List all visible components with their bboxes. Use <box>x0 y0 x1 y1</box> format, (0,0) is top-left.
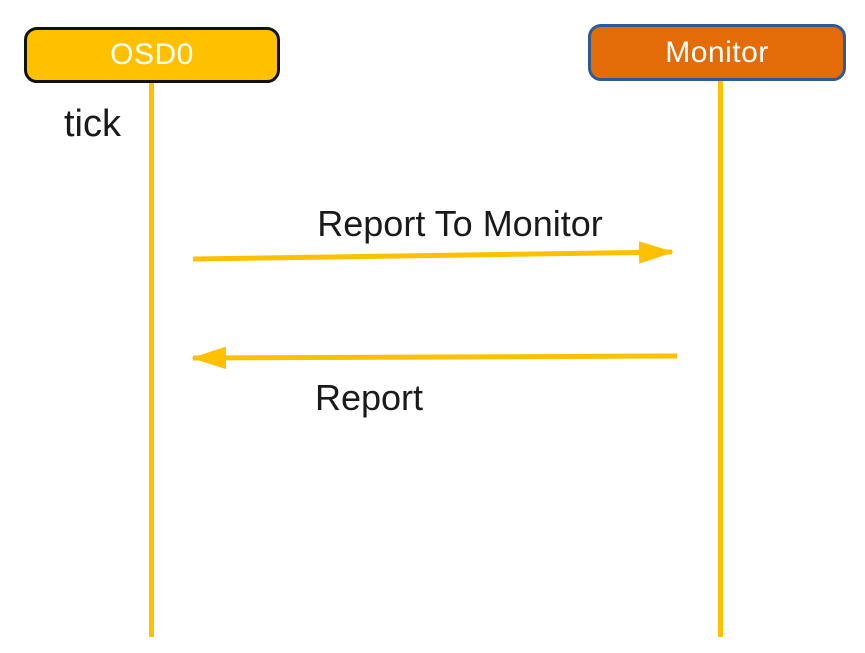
participant-box-monitor: Monitor <box>588 24 846 81</box>
message-arrow-right-icon <box>192 241 674 264</box>
participant-label-osd0: OSD0 <box>110 38 194 71</box>
tick-label: tick <box>64 103 121 145</box>
message-arrow-left-icon <box>191 346 678 370</box>
lifeline-osd0 <box>149 83 154 637</box>
message-label-report-to-monitor: Report To Monitor <box>317 203 603 244</box>
message-label-report: Report <box>314 377 424 418</box>
lifeline-monitor <box>718 81 723 637</box>
participant-box-osd0: OSD0 <box>24 27 280 83</box>
participant-label-monitor: Monitor <box>665 35 769 69</box>
